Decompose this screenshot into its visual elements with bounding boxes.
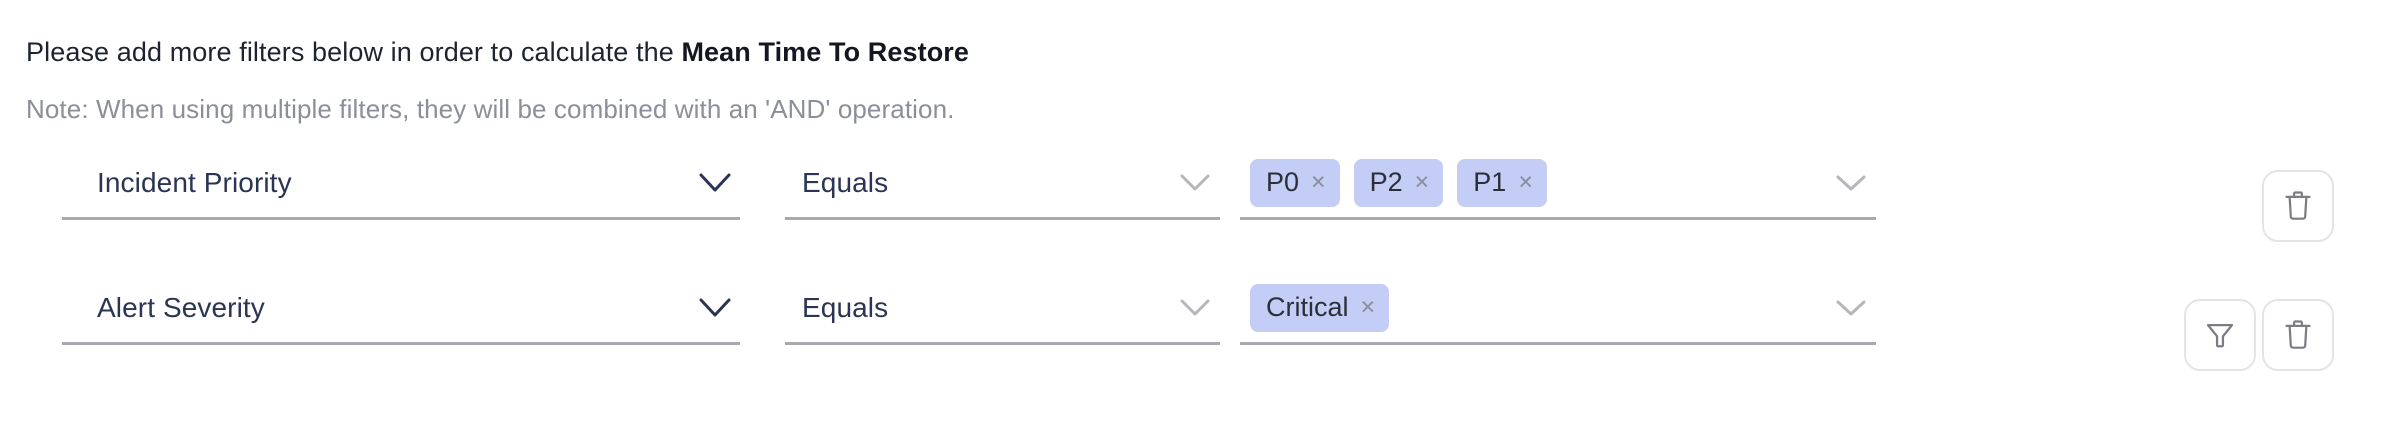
chevron-down-icon <box>1178 297 1212 319</box>
filter-value-tags: P0 × P2 × P1 × <box>1250 158 1547 207</box>
tag-remove-icon[interactable]: × <box>1360 293 1376 321</box>
chevron-down-icon <box>1834 297 1868 319</box>
metric-name: Mean Time To Restore <box>681 37 970 67</box>
chevron-down-icon <box>1834 172 1868 194</box>
tag-remove-icon[interactable]: × <box>1311 168 1326 196</box>
filter-value-tag[interactable]: Critical × <box>1250 283 1390 332</box>
instruction-text: Please add more filters below in order t… <box>26 36 969 68</box>
tag-label: P2 <box>1369 167 1403 197</box>
filter-operator-select[interactable]: Equals <box>785 273 1220 345</box>
filter-field-select[interactable]: Incident Priority <box>62 148 740 220</box>
filter-field-value: Incident Priority <box>97 166 292 198</box>
delete-filter-button[interactable] <box>2262 170 2334 242</box>
filter-row: Alert Severity Equals Critical × <box>0 273 2408 398</box>
tag-remove-icon[interactable]: × <box>1414 168 1430 196</box>
filter-operator-value: Equals <box>802 291 889 323</box>
instruction-prefix: Please add more filters below in order t… <box>26 37 682 67</box>
filter-value-tag[interactable]: P2 × <box>1353 158 1444 207</box>
filter-rows: Incident Priority Equals P0 × <box>0 148 2408 398</box>
chevron-down-icon <box>698 297 732 319</box>
filter-values-select[interactable]: Critical × <box>1240 273 1876 345</box>
funnel-icon <box>2204 319 2236 351</box>
tag-label: Critical <box>1266 292 1349 322</box>
filter-operator-select[interactable]: Equals <box>785 148 1220 220</box>
filter-value-tag[interactable]: P1 × <box>1457 158 1547 207</box>
chevron-down-icon <box>1178 172 1212 194</box>
trash-icon <box>2282 189 2314 223</box>
filter-field-value: Alert Severity <box>97 291 265 323</box>
tag-label: P0 <box>1266 167 1300 197</box>
note-text: Note: When using multiple filters, they … <box>26 94 955 124</box>
delete-filter-button[interactable] <box>2262 299 2334 371</box>
add-filter-button[interactable] <box>2184 299 2256 371</box>
filter-value-tags: Critical × <box>1250 283 1390 332</box>
tag-label: P1 <box>1473 167 1507 197</box>
filter-row: Incident Priority Equals P0 × <box>0 148 2408 273</box>
filter-value-tag[interactable]: P0 × <box>1250 158 1340 207</box>
trash-icon <box>2282 318 2314 352</box>
tag-remove-icon[interactable]: × <box>1518 168 1533 196</box>
chevron-down-icon <box>698 172 732 194</box>
filter-field-select[interactable]: Alert Severity <box>62 273 740 345</box>
filter-operator-value: Equals <box>802 166 889 198</box>
filter-values-select[interactable]: P0 × P2 × P1 × <box>1240 148 1876 220</box>
